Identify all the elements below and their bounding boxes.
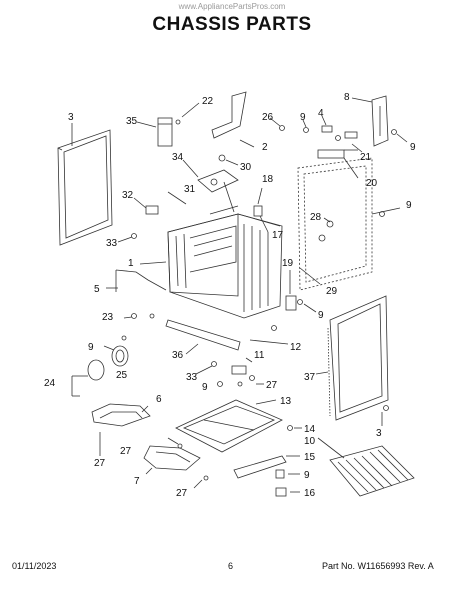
callout-21: 21 [360,152,372,163]
callout-3: 3 [68,112,74,123]
callout-20: 20 [366,178,378,189]
callout-9-right-low: 9 [318,310,324,321]
callout-11: 11 [254,350,265,361]
callout-30: 30 [240,162,252,173]
callout-13: 13 [280,396,292,407]
callout-25: 25 [116,370,128,381]
callout-17: 17 [272,230,284,241]
callout-31: 31 [184,184,196,195]
drawer-panel [175,399,283,453]
callout-33-center: 33 [186,372,198,383]
callout-26: 26 [262,112,274,123]
callout-14: 14 [304,424,316,435]
callout-37: 37 [304,372,316,383]
callout-2: 2 [262,142,268,153]
callout-27-center: 27 [266,380,278,391]
callout-5: 5 [94,284,100,295]
footer-date: 01/11/2023 [12,561,57,571]
callout-27-bottom: 27 [176,488,188,499]
callout-23: 23 [102,312,114,323]
callout-29: 29 [326,286,338,297]
callout-16: 16 [304,488,316,499]
callout-12: 12 [290,342,302,353]
burner-cap-assembly [87,335,129,381]
door-glass-frame-right [329,295,389,421]
bracket-35 [157,117,181,147]
callout-1: 1 [128,258,134,269]
callout-9-top: 9 [300,112,306,123]
back-panel [297,157,373,291]
callout-34: 34 [172,152,184,163]
callout-33-left: 33 [106,238,118,249]
oven-cavity [167,205,283,319]
callout-35: 35 [126,116,138,127]
callout-36: 36 [172,350,184,361]
callout-8: 8 [344,92,350,103]
callout-22: 22 [202,96,214,107]
bracket-2 [211,91,247,162]
callout-32: 32 [122,190,134,201]
page-title: CHASSIS PARTS [152,14,312,35]
callout-labels: 3 35 22 2 30 34 26 9 4 8 21 9 20 18 31 3… [44,92,416,499]
callout-27-far-left: 27 [94,458,106,469]
rail-8 [371,95,389,147]
callout-9-center: 9 [202,382,208,393]
callout-15: 15 [304,452,316,463]
callout-3-right: 3 [376,428,382,439]
footer-page-number: 6 [228,561,234,571]
watermark: www.AppliancePartsPros.com [178,2,286,11]
callout-18: 18 [262,174,274,185]
callout-7: 7 [134,476,140,487]
callout-28: 28 [310,212,322,223]
door-glass-frame-left [57,129,113,246]
callout-19: 19 [282,258,294,269]
callout-9-bottom: 9 [304,470,310,481]
callout-10: 10 [304,436,316,447]
callout-9-right-mid: 9 [406,200,412,211]
callout-4: 4 [318,108,324,119]
callout-27-left: 27 [120,446,132,457]
footer-part-number: Part No. W11656993 Rev. A [322,561,434,571]
oven-rack [329,445,415,497]
part-34 [197,169,239,193]
callout-6: 6 [156,394,162,405]
callout-9-right-top: 9 [410,142,416,153]
callout-24: 24 [44,378,56,389]
callout-9-left: 9 [88,342,94,353]
